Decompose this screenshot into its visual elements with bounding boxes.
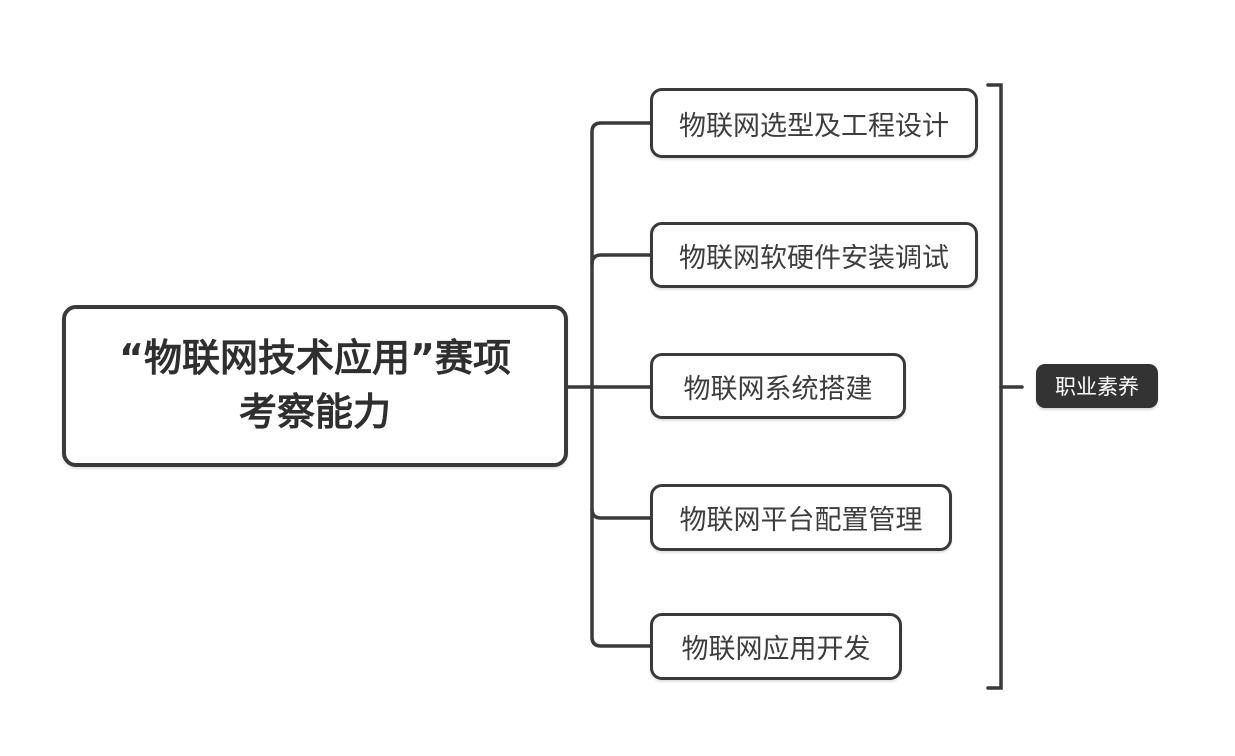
- branch-node-label: 物联网软硬件安装调试: [679, 242, 949, 274]
- branch-node-system-setup[interactable]: 物联网系统搭建: [650, 353, 906, 419]
- branch-node-app-development[interactable]: 物联网应用开发: [650, 613, 902, 680]
- branch-node-label: 物联网平台配置管理: [679, 505, 923, 536]
- root-node-label-line2: 考察能力: [238, 390, 391, 434]
- branch-node-label: 物联网系统搭建: [683, 373, 873, 405]
- branch-node-label: 物联网选型及工程设计: [679, 110, 949, 142]
- root-node[interactable]: “物联网技术应用”赛项 考察能力: [62, 305, 568, 467]
- branch-node-label: 物联网应用开发: [681, 634, 871, 665]
- group-bracket: [986, 83, 1003, 690]
- branch-node-platform-config[interactable]: 物联网平台配置管理: [650, 484, 952, 551]
- connector-to-branch4: [590, 507, 652, 520]
- badge-professional-quality[interactable]: 职业素养: [1036, 364, 1158, 408]
- connector-to-branch2: [590, 253, 652, 266]
- branch-node-selection-design[interactable]: 物联网选型及工程设计: [650, 88, 978, 158]
- connector-trunk: [590, 121, 652, 648]
- branch-node-install-debug[interactable]: 物联网软硬件安装调试: [650, 222, 978, 288]
- root-node-label-line1: “物联网技术应用”赛项: [119, 336, 511, 381]
- badge-label: 职业素养: [1055, 375, 1139, 399]
